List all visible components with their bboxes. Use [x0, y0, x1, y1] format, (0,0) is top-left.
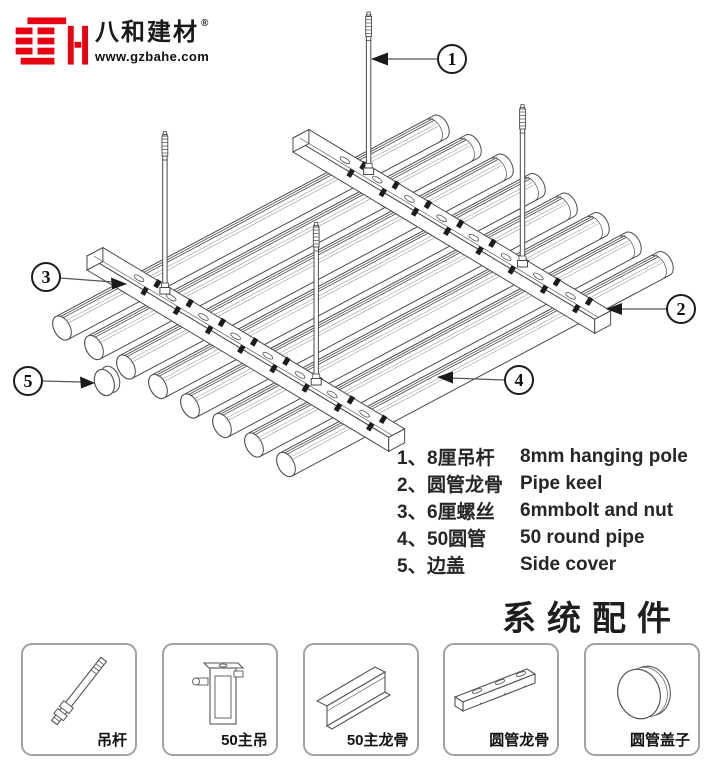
legend-num: 5、 — [397, 556, 427, 577]
legend-row: 3、 6厘螺丝 6mmbolt and nut — [397, 497, 688, 524]
legend-en: Pipe keel — [520, 472, 603, 494]
parts-legend: 1、 8厘吊杆 8mm hanging pole 2、 圆管龙骨 Pipe ke… — [397, 443, 688, 578]
accessory-label: 圆管盖子 — [629, 732, 690, 749]
brand-logo: 八和建材 ® www.gzbahe.com — [14, 13, 209, 69]
legend-cn: 边盖 — [427, 556, 466, 577]
legend-num: 1、 — [397, 448, 427, 469]
installation-diagram — [41, 11, 678, 481]
legend-en: 50 round pipe — [520, 526, 645, 548]
accessory-label: 50主龙骨 — [346, 732, 409, 749]
callout-4-label: 4 — [514, 369, 524, 390]
accessory-card-main-keel: 50主龙骨 — [302, 643, 419, 756]
legend-cn: 圆管龙骨 — [427, 475, 504, 496]
callout-2: 2 — [666, 294, 696, 324]
legend-row: 4、 50圆管 50 round pipe — [397, 524, 688, 551]
pipe-cover-icon — [617, 665, 671, 720]
accessory-card-pipe-keel: 圆管龙骨 — [443, 643, 560, 756]
legend-cn: 50圆管 — [427, 529, 487, 550]
main-hanger-icon — [191, 662, 245, 725]
accessories-row: 吊杆 50主吊 — [21, 643, 700, 758]
legend-en: Side cover — [520, 553, 617, 575]
callout-2-label: 2 — [676, 298, 686, 319]
legend-num: 4、 — [397, 529, 427, 550]
pipe-keel-icon — [454, 668, 537, 712]
bh-logo-icon — [15, 17, 88, 65]
legend-num: 3、 — [397, 502, 427, 523]
legend-en: 6mmbolt and nut — [520, 499, 674, 521]
registered-mark: ® — [201, 18, 209, 29]
accessory-label: 圆管龙骨 — [489, 732, 550, 749]
accessory-card-hanging-rod: 吊杆 — [21, 643, 137, 756]
brand-website: www.gzbahe.com — [95, 49, 210, 65]
callout-1-label: 1 — [447, 48, 457, 69]
legend-cn: 6厘螺丝 — [427, 502, 495, 523]
legend-row: 2、 圆管龙骨 Pipe keel — [397, 470, 688, 497]
side-cover-cap — [93, 365, 121, 397]
accessory-label: 50主吊 — [221, 732, 268, 749]
accessory-card-main-hanger: 50主吊 — [161, 643, 278, 756]
callout-4: 4 — [504, 365, 534, 395]
callout-arrowheads — [80, 52, 622, 389]
callout-3-label: 3 — [41, 266, 51, 287]
legend-num: 2、 — [397, 475, 427, 496]
callout-5-label: 5 — [23, 370, 33, 391]
legend-cn: 8厘吊杆 — [427, 448, 495, 469]
callout-3: 3 — [31, 262, 61, 292]
hanging-rod-icon — [50, 656, 108, 726]
accessory-card-pipe-cover: 圆管盖子 — [584, 643, 700, 756]
main-keel-icon — [315, 666, 391, 730]
legend-row: 5、 边盖 Side cover — [397, 551, 688, 578]
legend-row: 1、 8厘吊杆 8mm hanging pole — [397, 443, 688, 470]
callout-5: 5 — [13, 366, 43, 396]
accessory-label: 吊杆 — [96, 732, 127, 749]
callout-leader-lines — [41, 58, 666, 383]
callout-1: 1 — [437, 44, 467, 74]
brand-name: 八和建材 — [95, 19, 199, 46]
legend-en: 8mm hanging pole — [520, 445, 688, 467]
section-title: 系统配件 — [502, 600, 682, 638]
